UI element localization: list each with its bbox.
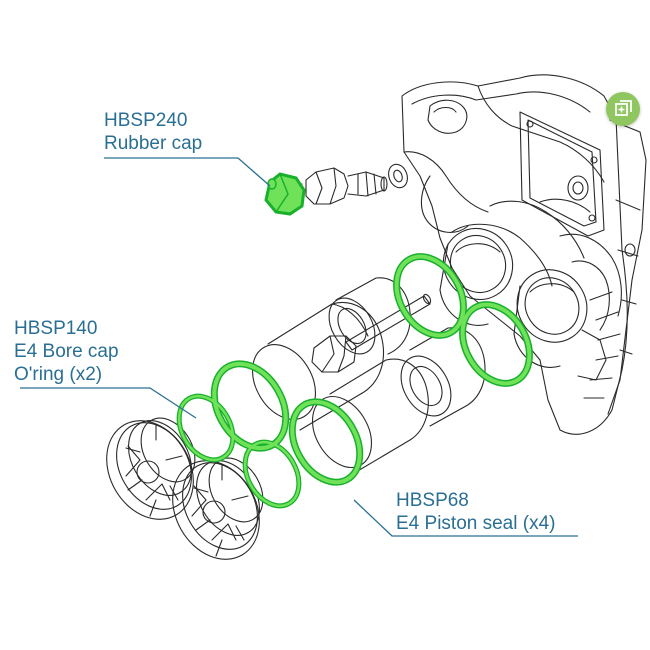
label-rubber-cap-name: Rubber cap (104, 133, 203, 154)
piston-4 (328, 277, 411, 355)
leader-bore-cap (20, 387, 197, 419)
expand-icon (615, 100, 632, 116)
caliper-body (401, 74, 647, 435)
leader-piston-seal (353, 499, 578, 537)
label-rubber-cap-code: HBSP240 (104, 110, 188, 131)
label-bore-cap-code: HBSP140 (14, 318, 98, 339)
expand-button[interactable] (606, 92, 640, 126)
bore-cap-1 (106, 417, 196, 520)
bore-cap-2 (172, 457, 264, 560)
label-piston-seal-code: HBSP68 (396, 490, 469, 511)
piston-1 (252, 302, 384, 431)
rubber-cap-tip (267, 178, 277, 190)
bleed-nipple (295, 167, 388, 205)
label-piston-seal-name: E4 Piston seal (x4) (396, 513, 556, 534)
caliper-bore-right (513, 269, 588, 368)
label-bore-cap-name: E4 Bore cap (14, 341, 119, 362)
leader-rubber-cap (104, 157, 271, 187)
transfer-pin (311, 293, 432, 373)
label-oring-count: O'ring (x2) (14, 364, 103, 385)
bleed-washer (388, 163, 408, 189)
piston-3 (400, 327, 486, 427)
